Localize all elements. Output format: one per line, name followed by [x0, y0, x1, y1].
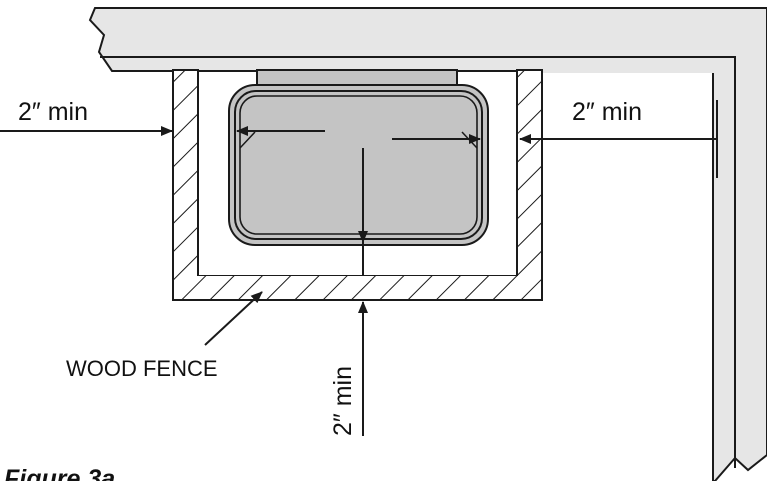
appliance-body	[228, 84, 489, 246]
figure-caption: Figure 3a	[4, 465, 115, 481]
wood-fence-label: WOOD FENCE	[66, 356, 218, 381]
countertop-inner-edge	[100, 56, 736, 468]
countertop-outline	[88, 7, 767, 481]
wood-fence-leader	[204, 291, 263, 346]
left-clearance-label: 2″ min	[18, 98, 88, 126]
right-clearance-label: 2″ min	[572, 98, 642, 126]
bottom-clearance-label: 2″ min	[329, 366, 357, 436]
